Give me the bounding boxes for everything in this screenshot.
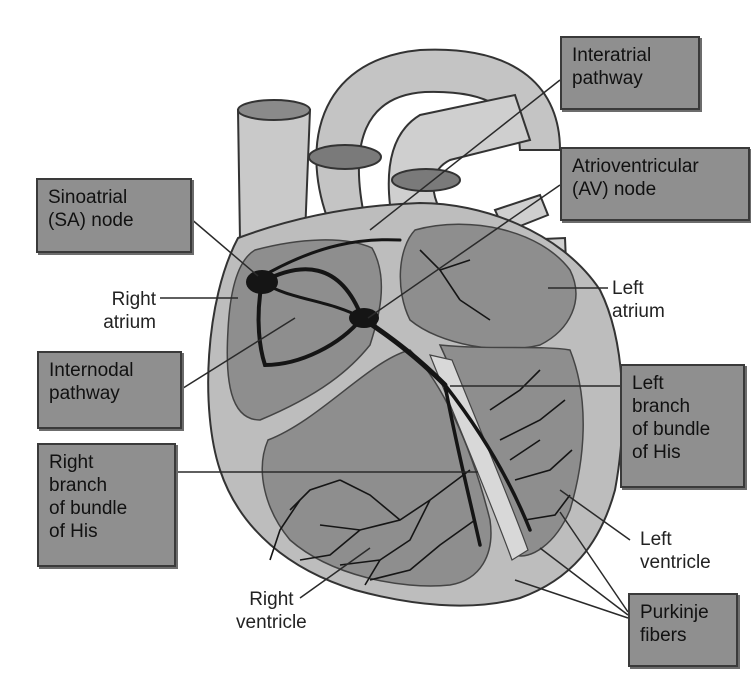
pulmonary-trunk	[389, 95, 530, 210]
label-interatrial-pathway: Interatrial pathway	[560, 36, 700, 110]
label-left-atrium: Left atrium	[612, 277, 665, 323]
vena-cava-opening	[238, 100, 310, 120]
label-left-ventricle: Left ventricle	[640, 528, 711, 574]
sa-node	[246, 270, 278, 294]
label-sa-node: Sinoatrial (SA) node	[36, 178, 192, 253]
pulmonary-artery-opening-1	[309, 145, 381, 169]
leader-purkinje	[515, 580, 628, 618]
label-right-atrium: Right atrium	[96, 288, 156, 334]
label-right-branch-bundle-of-his: Right branch of bundle of His	[37, 443, 176, 567]
label-right-ventricle: Right ventricle	[236, 588, 307, 634]
label-internodal-pathway: Internodal pathway	[37, 351, 182, 429]
label-left-branch-bundle-of-his: Left branch of bundle of His	[620, 364, 745, 488]
pulmonary-artery-opening-2	[392, 169, 460, 191]
label-purkinje-fibers: Purkinje fibers	[628, 593, 738, 667]
av-node	[349, 308, 379, 328]
label-av-node: Atrioventricular (AV) node	[560, 147, 750, 221]
